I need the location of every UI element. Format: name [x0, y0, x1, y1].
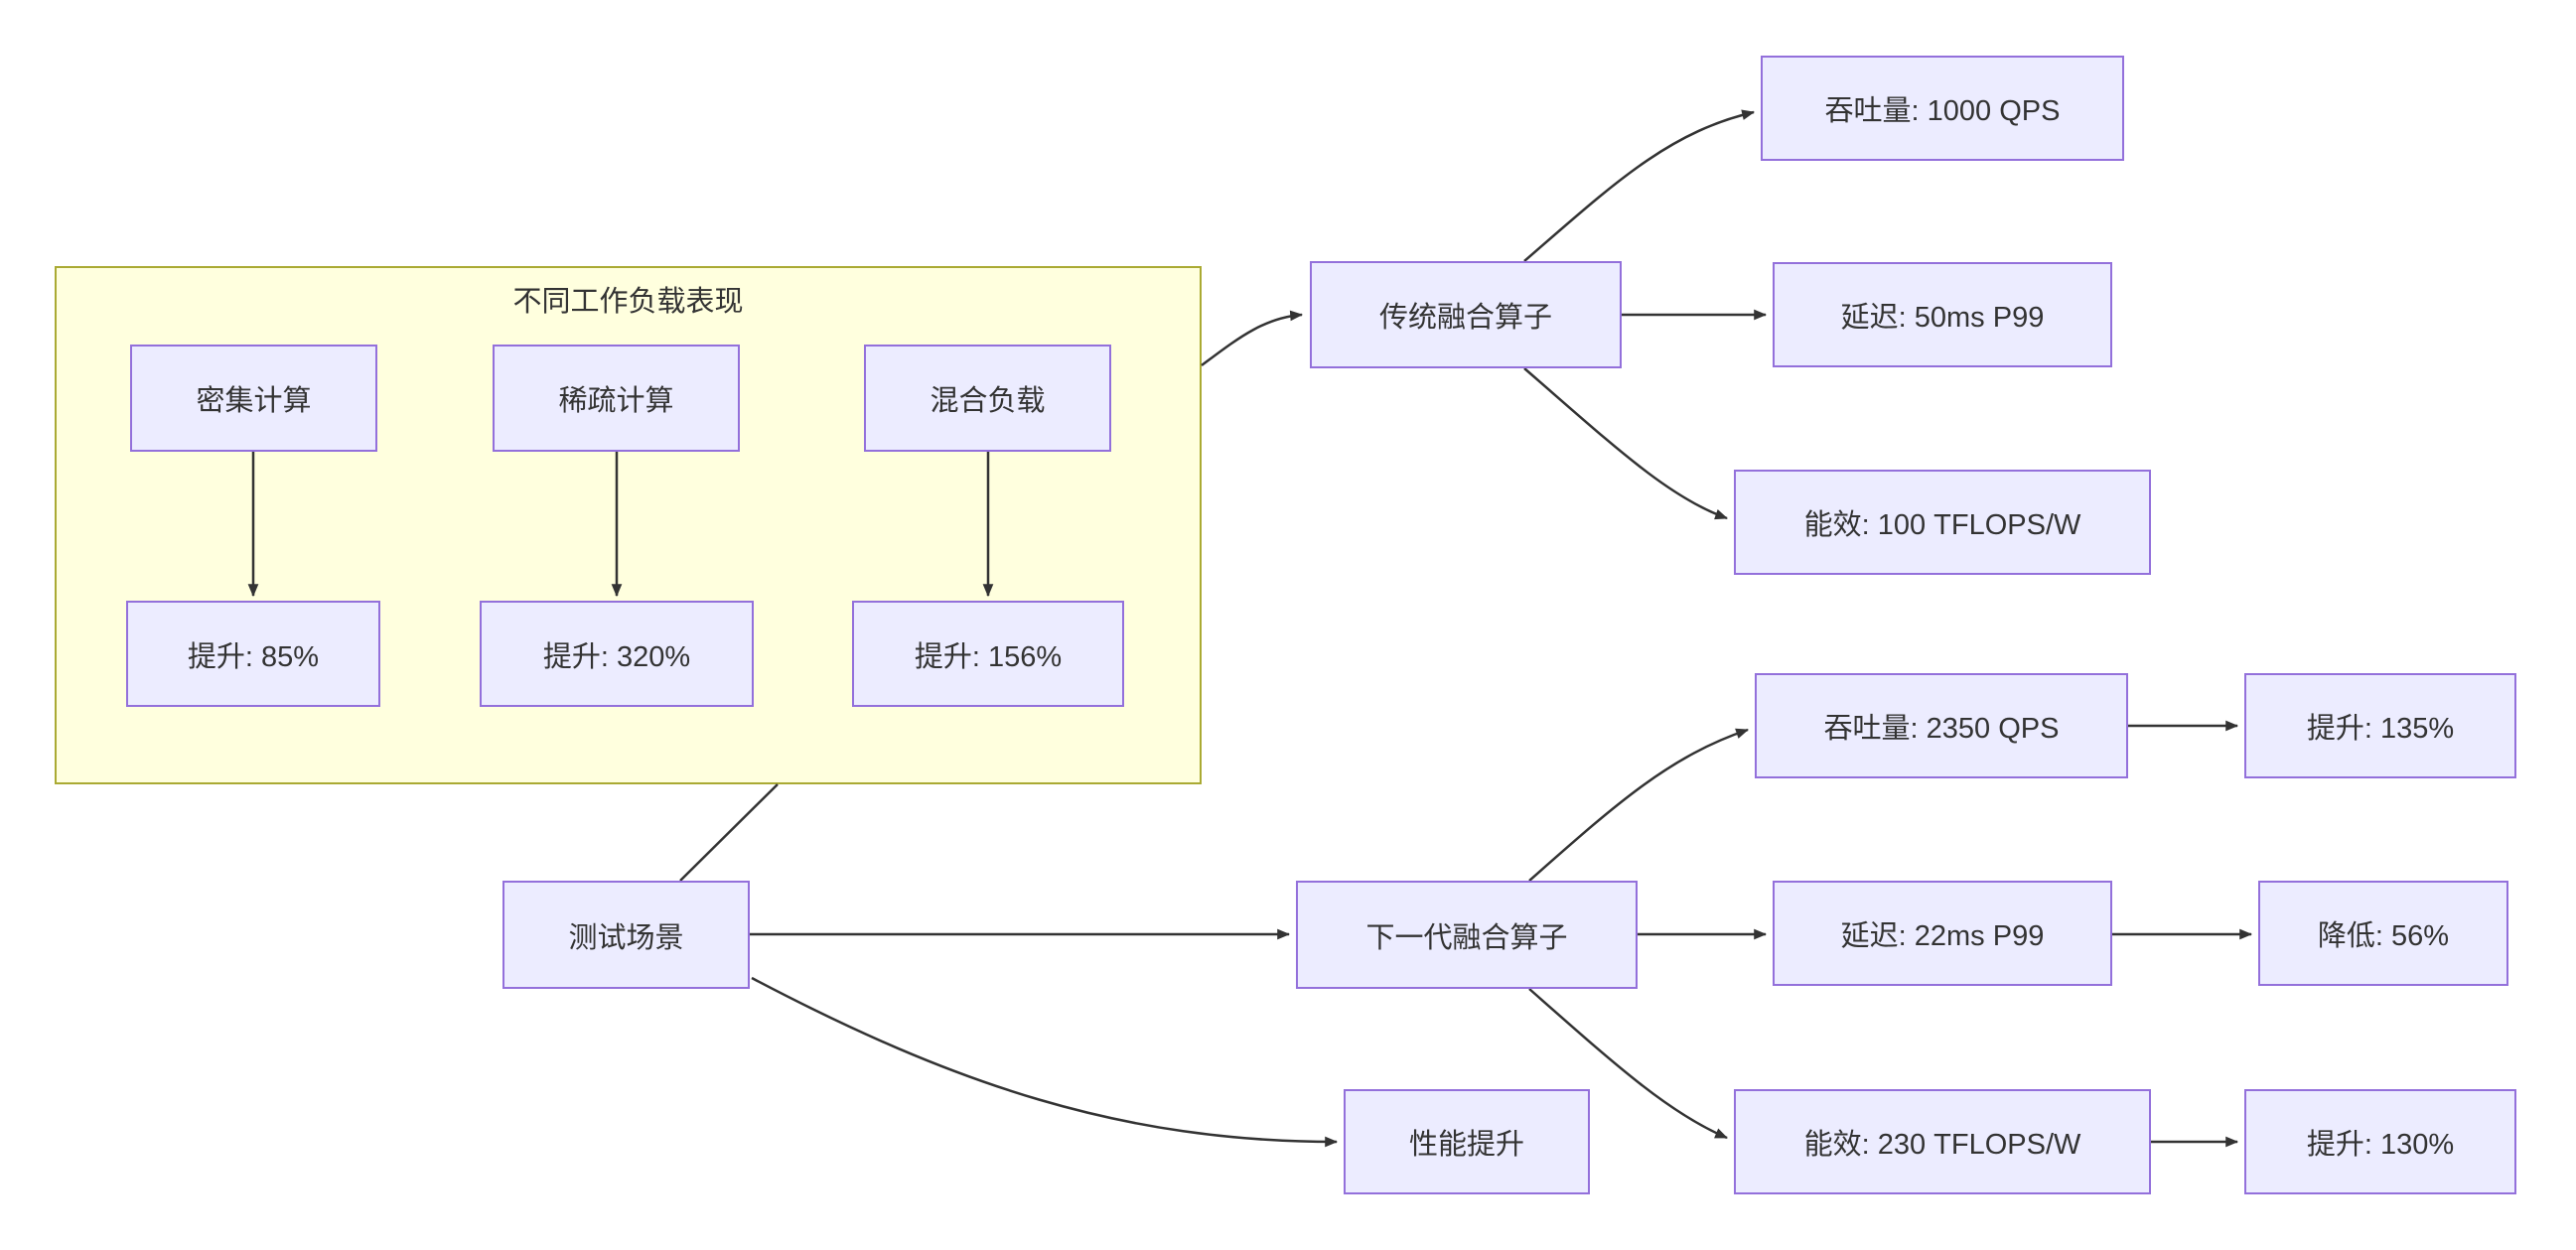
node-label: 降低: 56%: [2317, 920, 2450, 952]
node-sparse-gain: 提升: 320%: [480, 601, 754, 707]
node-dense-gain: 提升: 85%: [126, 601, 380, 707]
node-nextgen-latency: 延迟: 22ms P99: [1773, 881, 2112, 986]
edge-test-to-performance: [751, 976, 1339, 1148]
node-nextgen-latency-drop: 降低: 56%: [2258, 881, 2508, 986]
edge-traditional-to-qps: [1523, 109, 1756, 262]
node-label: 延迟: 50ms P99: [1840, 302, 2045, 334]
node-sparse-compute: 稀疏计算: [493, 345, 740, 452]
node-label: 提升: 320%: [542, 640, 691, 673]
node-nextgen-efficiency-gain: 提升: 130%: [2244, 1089, 2516, 1194]
node-label: 稀疏计算: [558, 385, 674, 417]
node-label: 提升: 85%: [187, 640, 320, 673]
edge-nextgen-to-qps: [1528, 728, 1750, 882]
node-label: 提升: 135%: [2306, 713, 2455, 745]
node-performance-gain: 性能提升: [1344, 1089, 1590, 1194]
node-label: 混合负载: [930, 385, 1046, 417]
node-nextgen-operator: 下一代融合算子: [1296, 881, 1638, 989]
node-traditional-throughput: 吞吐量: 1000 QPS: [1761, 56, 2124, 161]
node-label: 吞吐量: 1000 QPS: [1824, 95, 2061, 127]
node-mixed-load: 混合负载: [864, 345, 1111, 452]
node-label: 提升: 156%: [914, 640, 1063, 673]
node-label: 提升: 130%: [2306, 1129, 2455, 1161]
cluster-title: 不同工作负载表现: [512, 286, 744, 318]
node-label: 延迟: 22ms P99: [1840, 920, 2045, 952]
edge-cluster-to-traditional: [1201, 310, 1304, 367]
node-label: 测试场景: [568, 921, 684, 954]
node-label: 吞吐量: 2350 QPS: [1823, 713, 2060, 745]
node-label: 密集计算: [196, 385, 312, 417]
node-dense-compute: 密集计算: [130, 345, 377, 452]
node-traditional-efficiency: 能效: 100 TFLOPS/W: [1734, 470, 2151, 575]
node-mixed-gain: 提升: 156%: [852, 601, 1124, 707]
node-nextgen-throughput-gain: 提升: 135%: [2244, 673, 2516, 778]
node-traditional-latency: 延迟: 50ms P99: [1773, 262, 2112, 367]
edge-nextgen-to-efficiency: [1528, 988, 1728, 1140]
node-test-scenario: 测试场景: [502, 881, 750, 989]
node-label: 下一代融合算子: [1365, 921, 1568, 954]
node-label: 性能提升: [1408, 1129, 1524, 1161]
node-label: 能效: 100 TFLOPS/W: [1803, 509, 2081, 541]
edge-traditional-to-efficiency: [1523, 367, 1729, 520]
node-label: 传统融合算子: [1378, 302, 1552, 334]
node-label: 能效: 230 TFLOPS/W: [1803, 1129, 2081, 1161]
node-traditional-operator: 传统融合算子: [1310, 261, 1622, 368]
node-nextgen-efficiency: 能效: 230 TFLOPS/W: [1734, 1089, 2151, 1194]
node-nextgen-throughput: 吞吐量: 2350 QPS: [1755, 673, 2128, 778]
edge-test-to-cluster: [679, 783, 779, 882]
